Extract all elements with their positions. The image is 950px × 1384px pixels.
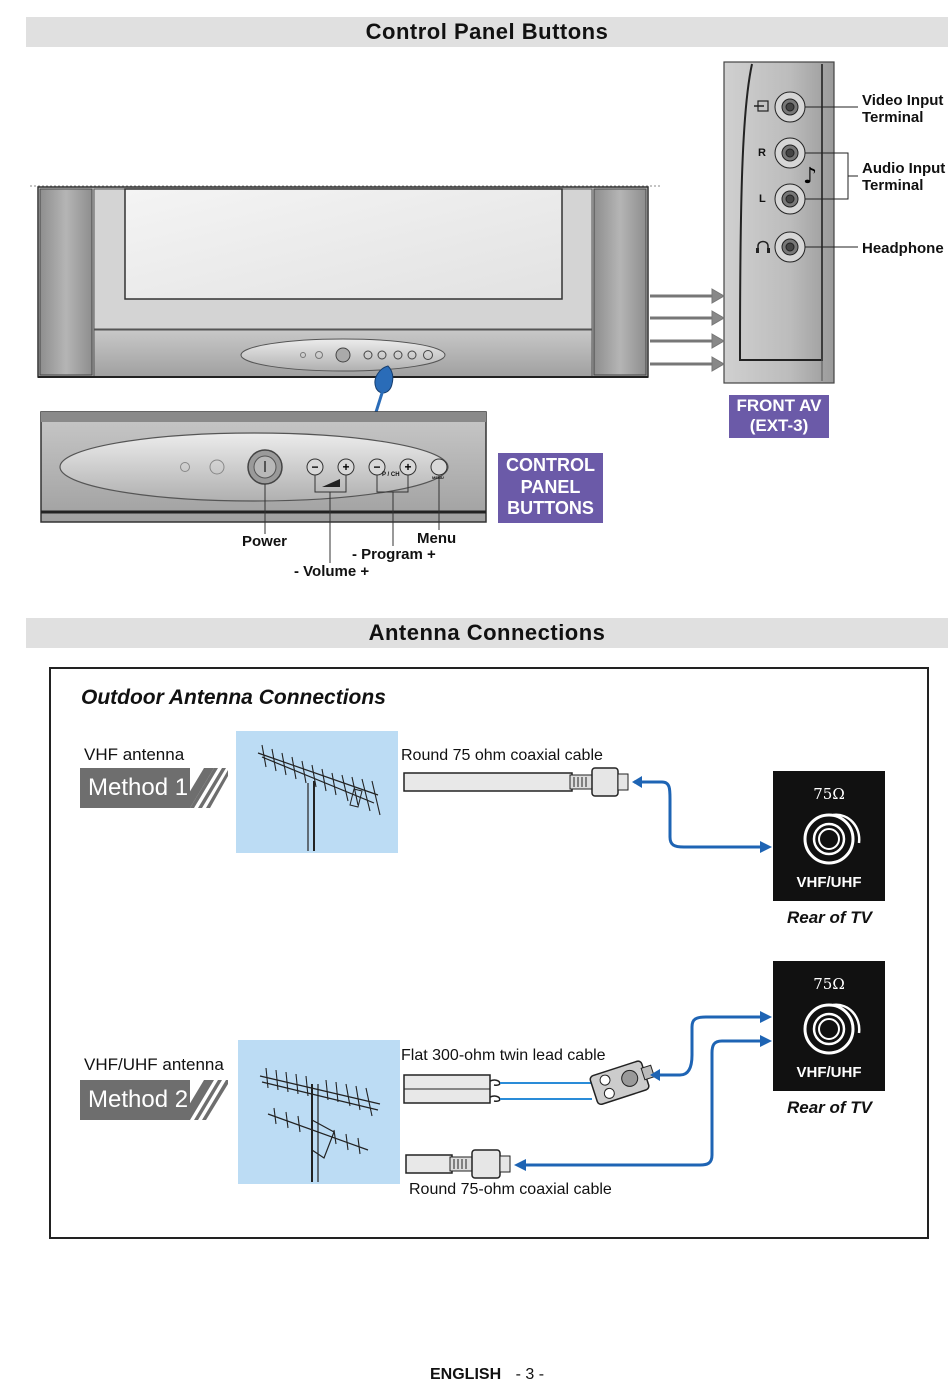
front-av-tag: FRONT AV (EXT-3) [729,395,829,438]
footer-language: ENGLISH [430,1366,502,1383]
method-2-stripes [180,1080,228,1120]
vhf-uhf-antenna-icon [259,1067,381,1182]
vhf-antenna-icon [257,744,381,851]
port-2-ohm: 75Ω [813,975,845,993]
rear-port-1: 75Ω VHF/UHF [773,771,885,901]
port-1-connector-icon [803,813,861,865]
volume-label: - Volume + [294,563,370,580]
port-2-connector-icon [803,1003,861,1055]
tv-drawing: − + − + ♪ [30,61,858,563]
method-1-label: Method 1 [80,768,190,808]
method-2-flat-cable-label: Flat 300-ohm twin lead cable [401,1047,606,1064]
vhf-antenna-label: VHF antenna [84,745,185,764]
outdoor-title: Outdoor Antenna Connections [81,686,386,709]
method-1-cable-label: Round 75 ohm coaxial cable [401,747,603,764]
video-input-label: Video Input Terminal [862,92,944,126]
port-1-ohm: 75Ω [813,785,845,803]
method-1-badge: Method 1 [80,768,228,808]
rear-of-tv-1: Rear of TV [787,908,873,927]
audio-input-label: Audio Input Terminal [862,160,946,194]
rear-port-2: 75Ω VHF/UHF [773,961,885,1091]
menu-label: Menu [417,530,457,547]
method-2-round-cable-label: Round 75-ohm coaxial cable [409,1181,612,1198]
footer-page-number: - 3 - [515,1366,545,1383]
vhf-uhf-antenna-label: VHF/UHF antenna [84,1055,224,1074]
jack-r-label: R [758,147,766,159]
vhf-uhf-antenna-image [238,1040,400,1184]
method-1-cable [403,767,772,853]
method-1-stripes [180,768,228,808]
control-panel-header: Control Panel Buttons [26,17,948,47]
program-label: - Program + [352,546,436,563]
method-2-badge: Method 2 [80,1080,228,1120]
rear-of-tv-2: Rear of TV [787,1098,873,1117]
svg-text:♪: ♪ [803,164,817,189]
headphone-label: Headphone [862,240,944,257]
antenna-box [49,667,929,1239]
pch-label: P / CH [382,472,400,478]
control-panel-tag: CONTROL PANEL BUTTONS [498,453,603,523]
footer: ENGLISH - 3 - [430,1366,544,1384]
method-2-cables [403,1011,772,1179]
svg-text:+: + [404,460,411,474]
vhf-antenna-image [236,731,398,853]
menu-small-label: MENU [432,475,444,480]
port-1-name: VHF/UHF [796,874,862,891]
svg-text:+: + [342,460,349,474]
svg-text:−: − [311,460,318,474]
port-2-name: VHF/UHF [796,1064,862,1081]
method-2-label: Method 2 [80,1080,190,1120]
svg-text:−: − [373,460,380,474]
power-label: Power [242,533,288,550]
antenna-header: Antenna Connections [26,618,948,648]
jack-l-label: L [759,193,766,205]
